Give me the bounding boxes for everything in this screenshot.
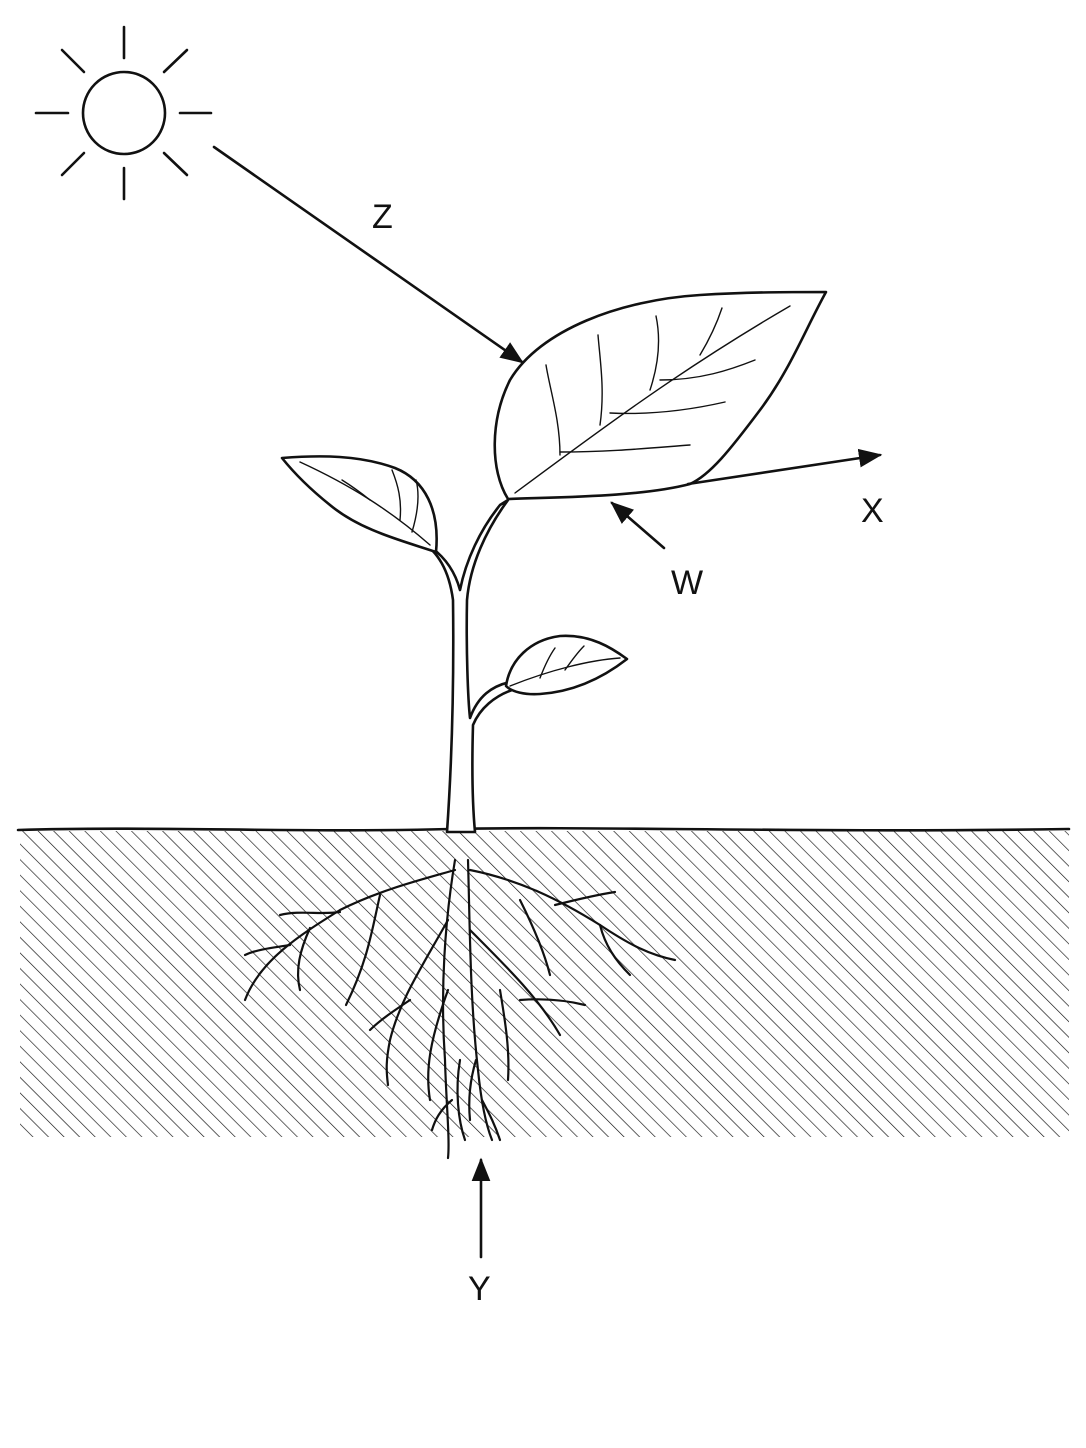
arrow-x bbox=[686, 448, 883, 486]
label-z: Z bbox=[372, 198, 393, 236]
sun-icon bbox=[34, 25, 213, 201]
label-w: W bbox=[671, 564, 703, 602]
small-leaf bbox=[504, 634, 629, 696]
label-y: Y bbox=[468, 1270, 491, 1308]
arrow-w bbox=[610, 501, 666, 550]
label-x: X bbox=[861, 492, 884, 530]
soil-hatching bbox=[16, 826, 1071, 1137]
plant-illustration bbox=[243, 290, 828, 1160]
large-leaf bbox=[493, 290, 828, 501]
arrow-z bbox=[212, 145, 524, 364]
roots bbox=[243, 858, 677, 1160]
main-stem bbox=[418, 498, 514, 834]
left-leaf bbox=[280, 455, 438, 554]
